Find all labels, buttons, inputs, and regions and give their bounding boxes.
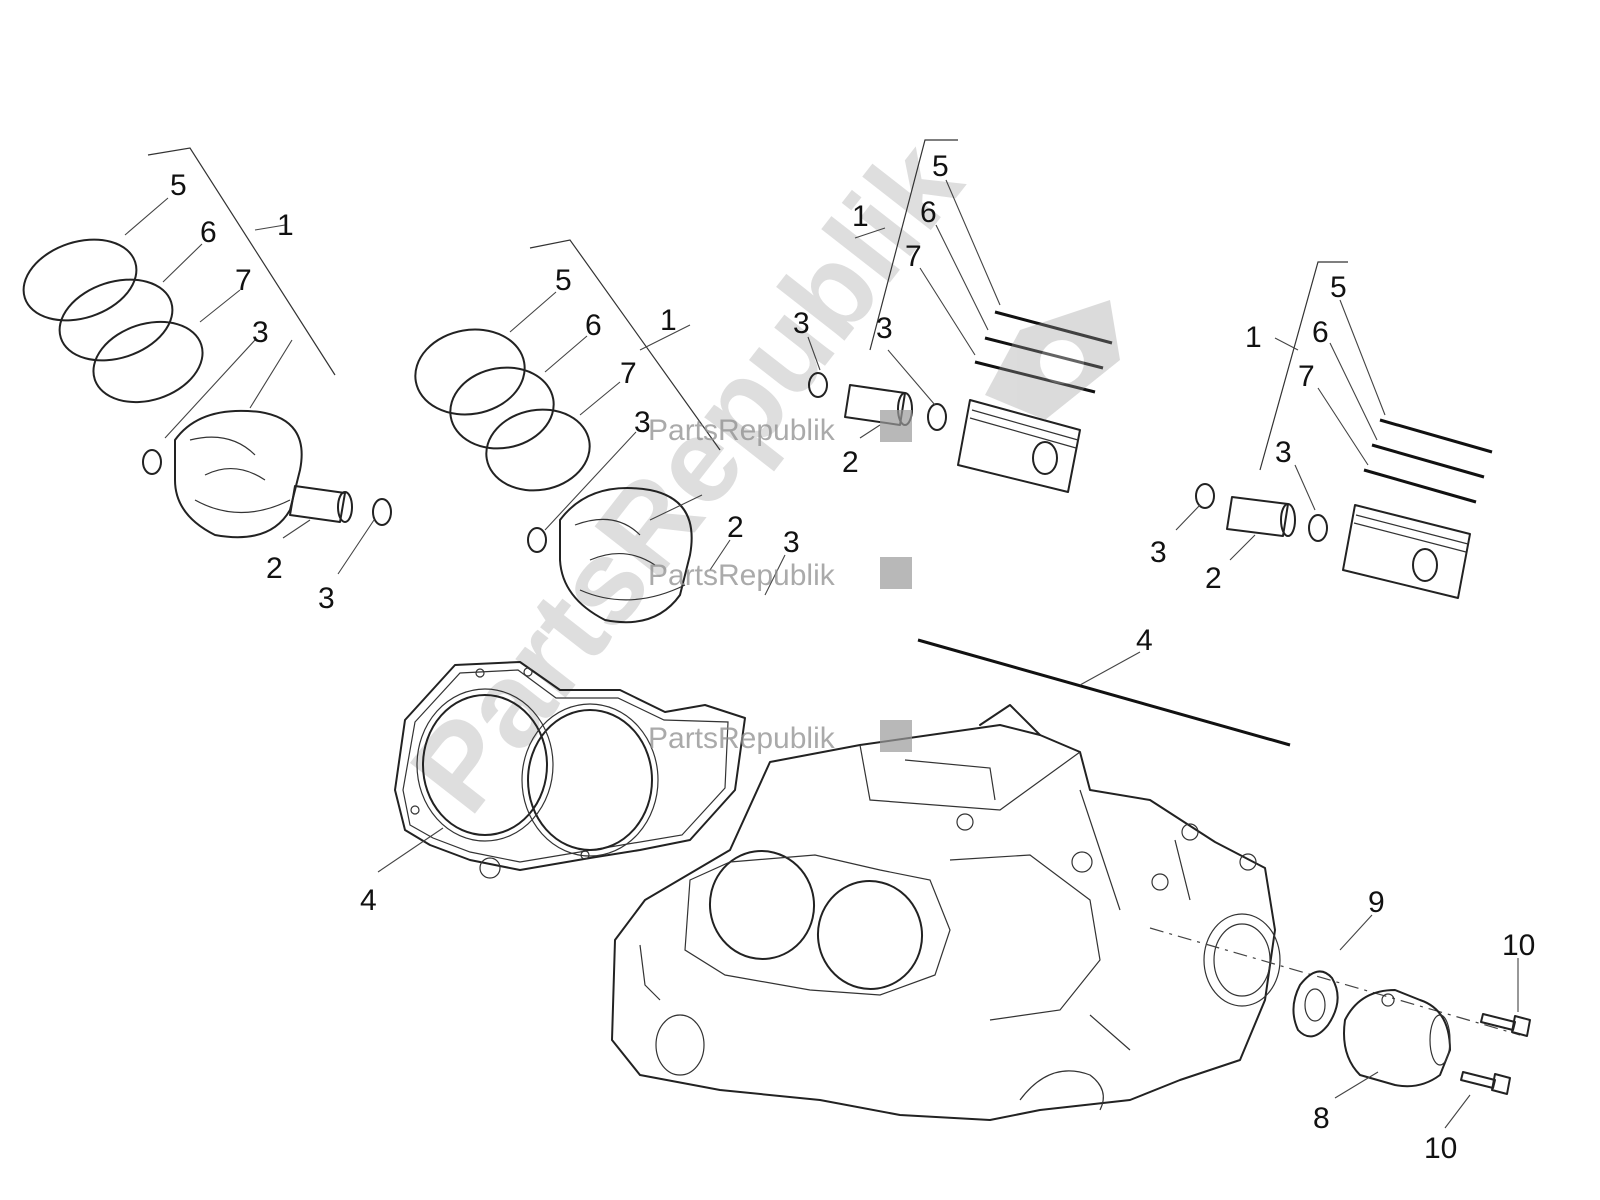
piston[interactable] [957,399,1081,493]
piston[interactable] [559,487,693,624]
leader-line [1079,651,1141,686]
callout-2: 2 [842,446,859,479]
piston-ring-5[interactable] [13,226,147,334]
callout-6: 6 [1312,316,1329,349]
centerline [1149,927,1521,1036]
callout-3: 3 [1275,436,1292,469]
svg-text:PartsRepublik: PartsRepublik [648,722,836,755]
piston-set-2 [409,239,786,624]
svg-text:PartsRepublik: PartsRepublik [648,559,836,592]
piston-ring-7[interactable] [480,402,596,499]
callout-10: 10 [1424,1132,1457,1165]
piston-ring-6[interactable] [444,360,560,457]
piston-pin[interactable] [1226,496,1296,537]
bolt-upper[interactable] [1480,1013,1531,1037]
callout-2: 2 [1205,562,1222,595]
callout-3: 3 [1150,536,1167,569]
circlip-right[interactable] [927,403,947,431]
circlip-right[interactable] [1308,514,1328,542]
piston-pin[interactable] [289,485,353,523]
piston-set-3 [807,139,1113,493]
watermark-logo-1: PartsRepublik [648,410,912,447]
callout-6: 6 [200,216,217,249]
piston-set-1 [13,147,392,575]
crankcase[interactable] [611,704,1281,1121]
circlip-left[interactable] [808,372,828,398]
callout-4: 4 [360,884,377,917]
bolt-lower[interactable] [1460,1071,1511,1095]
callout-1: 1 [660,304,677,337]
callout-10: 10 [1502,929,1535,962]
leader-line [1339,914,1373,951]
callout-1: 1 [852,200,869,233]
circlip-left[interactable] [527,527,547,553]
piston-ring-5[interactable] [994,310,1113,345]
pump-cover[interactable] [1343,989,1451,1088]
callout-3: 3 [252,316,269,349]
piston-ring-6[interactable] [49,266,183,374]
watermark-logo-3: PartsRepublik [648,720,912,755]
callout-4: 4 [1136,624,1153,657]
callout-8: 8 [1313,1102,1330,1135]
bracket-line [869,139,958,351]
piston-ring-5[interactable] [409,321,532,423]
watermark-logo-2: PartsRepublik [648,557,912,592]
callout-1: 1 [277,209,294,242]
piston[interactable] [1342,504,1471,599]
callout-6: 6 [920,196,937,229]
pump-gasket[interactable] [1292,970,1339,1038]
piston-ring-7[interactable] [83,309,213,416]
circlip-left[interactable] [1195,483,1215,509]
callout-3: 3 [634,406,651,439]
bracket-line [1259,261,1348,471]
callout-3: 3 [876,312,893,345]
circlip-left[interactable] [142,449,162,475]
svg-text:PartsRepublik: PartsRepublik [648,414,836,447]
piston-set-4 [1175,261,1493,599]
leader-line [1444,958,1519,1129]
callout-7: 7 [905,240,922,273]
bracket-line [147,147,336,376]
bracket-line [529,239,721,451]
callout-2: 2 [266,552,283,585]
piston-ring-5[interactable] [1379,418,1493,454]
leader-line [377,827,444,873]
head-gasket[interactable] [394,661,746,879]
watermark-gear-large [985,300,1120,420]
callout-5: 5 [932,150,949,183]
gear-icon [880,720,912,752]
callout-3: 3 [783,526,800,559]
circlip-right[interactable] [372,498,392,526]
callout-7: 7 [1298,360,1315,393]
callout-5: 5 [1330,271,1347,304]
piston-ring-6[interactable] [984,336,1104,370]
callout-5: 5 [555,264,572,297]
gasket-edge-line[interactable] [917,638,1291,747]
callout-1: 1 [1245,321,1262,354]
callout-6: 6 [585,309,602,342]
callout-7: 7 [235,264,252,297]
piston-ring-6[interactable] [1371,443,1485,479]
gear-icon [880,410,912,442]
callout-5: 5 [170,169,187,202]
callout-7: 7 [620,357,637,390]
leader-line [1334,1071,1379,1099]
callout-3: 3 [793,307,810,340]
piston-ring-7[interactable] [974,360,1096,394]
callout-2: 2 [727,511,744,544]
piston-ring-7[interactable] [1363,468,1477,504]
callout-3: 3 [318,582,335,615]
gear-icon [880,557,912,589]
callout-9: 9 [1368,886,1385,919]
piston[interactable] [174,409,303,539]
